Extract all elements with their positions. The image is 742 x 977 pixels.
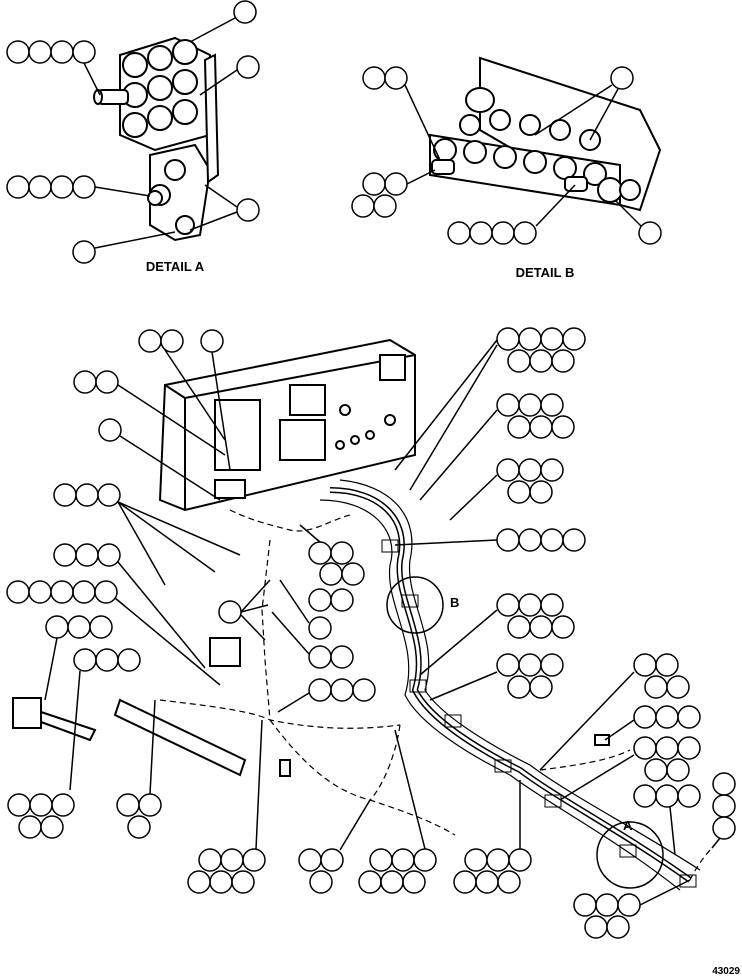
control-box-illustration xyxy=(158,338,416,512)
detail-b-marker: B xyxy=(450,595,459,610)
main-callouts xyxy=(6,327,736,939)
detail-a-illustration xyxy=(93,36,220,242)
detail-a-callouts xyxy=(6,0,260,264)
detail-b-caption: DETAIL B xyxy=(516,265,575,280)
detail-a-marker: A xyxy=(623,818,633,833)
detail-b-callouts xyxy=(351,66,662,245)
harness-trunk xyxy=(319,479,701,891)
left-components xyxy=(12,637,610,777)
figure-number: 43029 xyxy=(712,966,740,977)
detail-a-caption: DETAIL A xyxy=(146,259,205,274)
detail-marker-circles xyxy=(386,576,664,889)
